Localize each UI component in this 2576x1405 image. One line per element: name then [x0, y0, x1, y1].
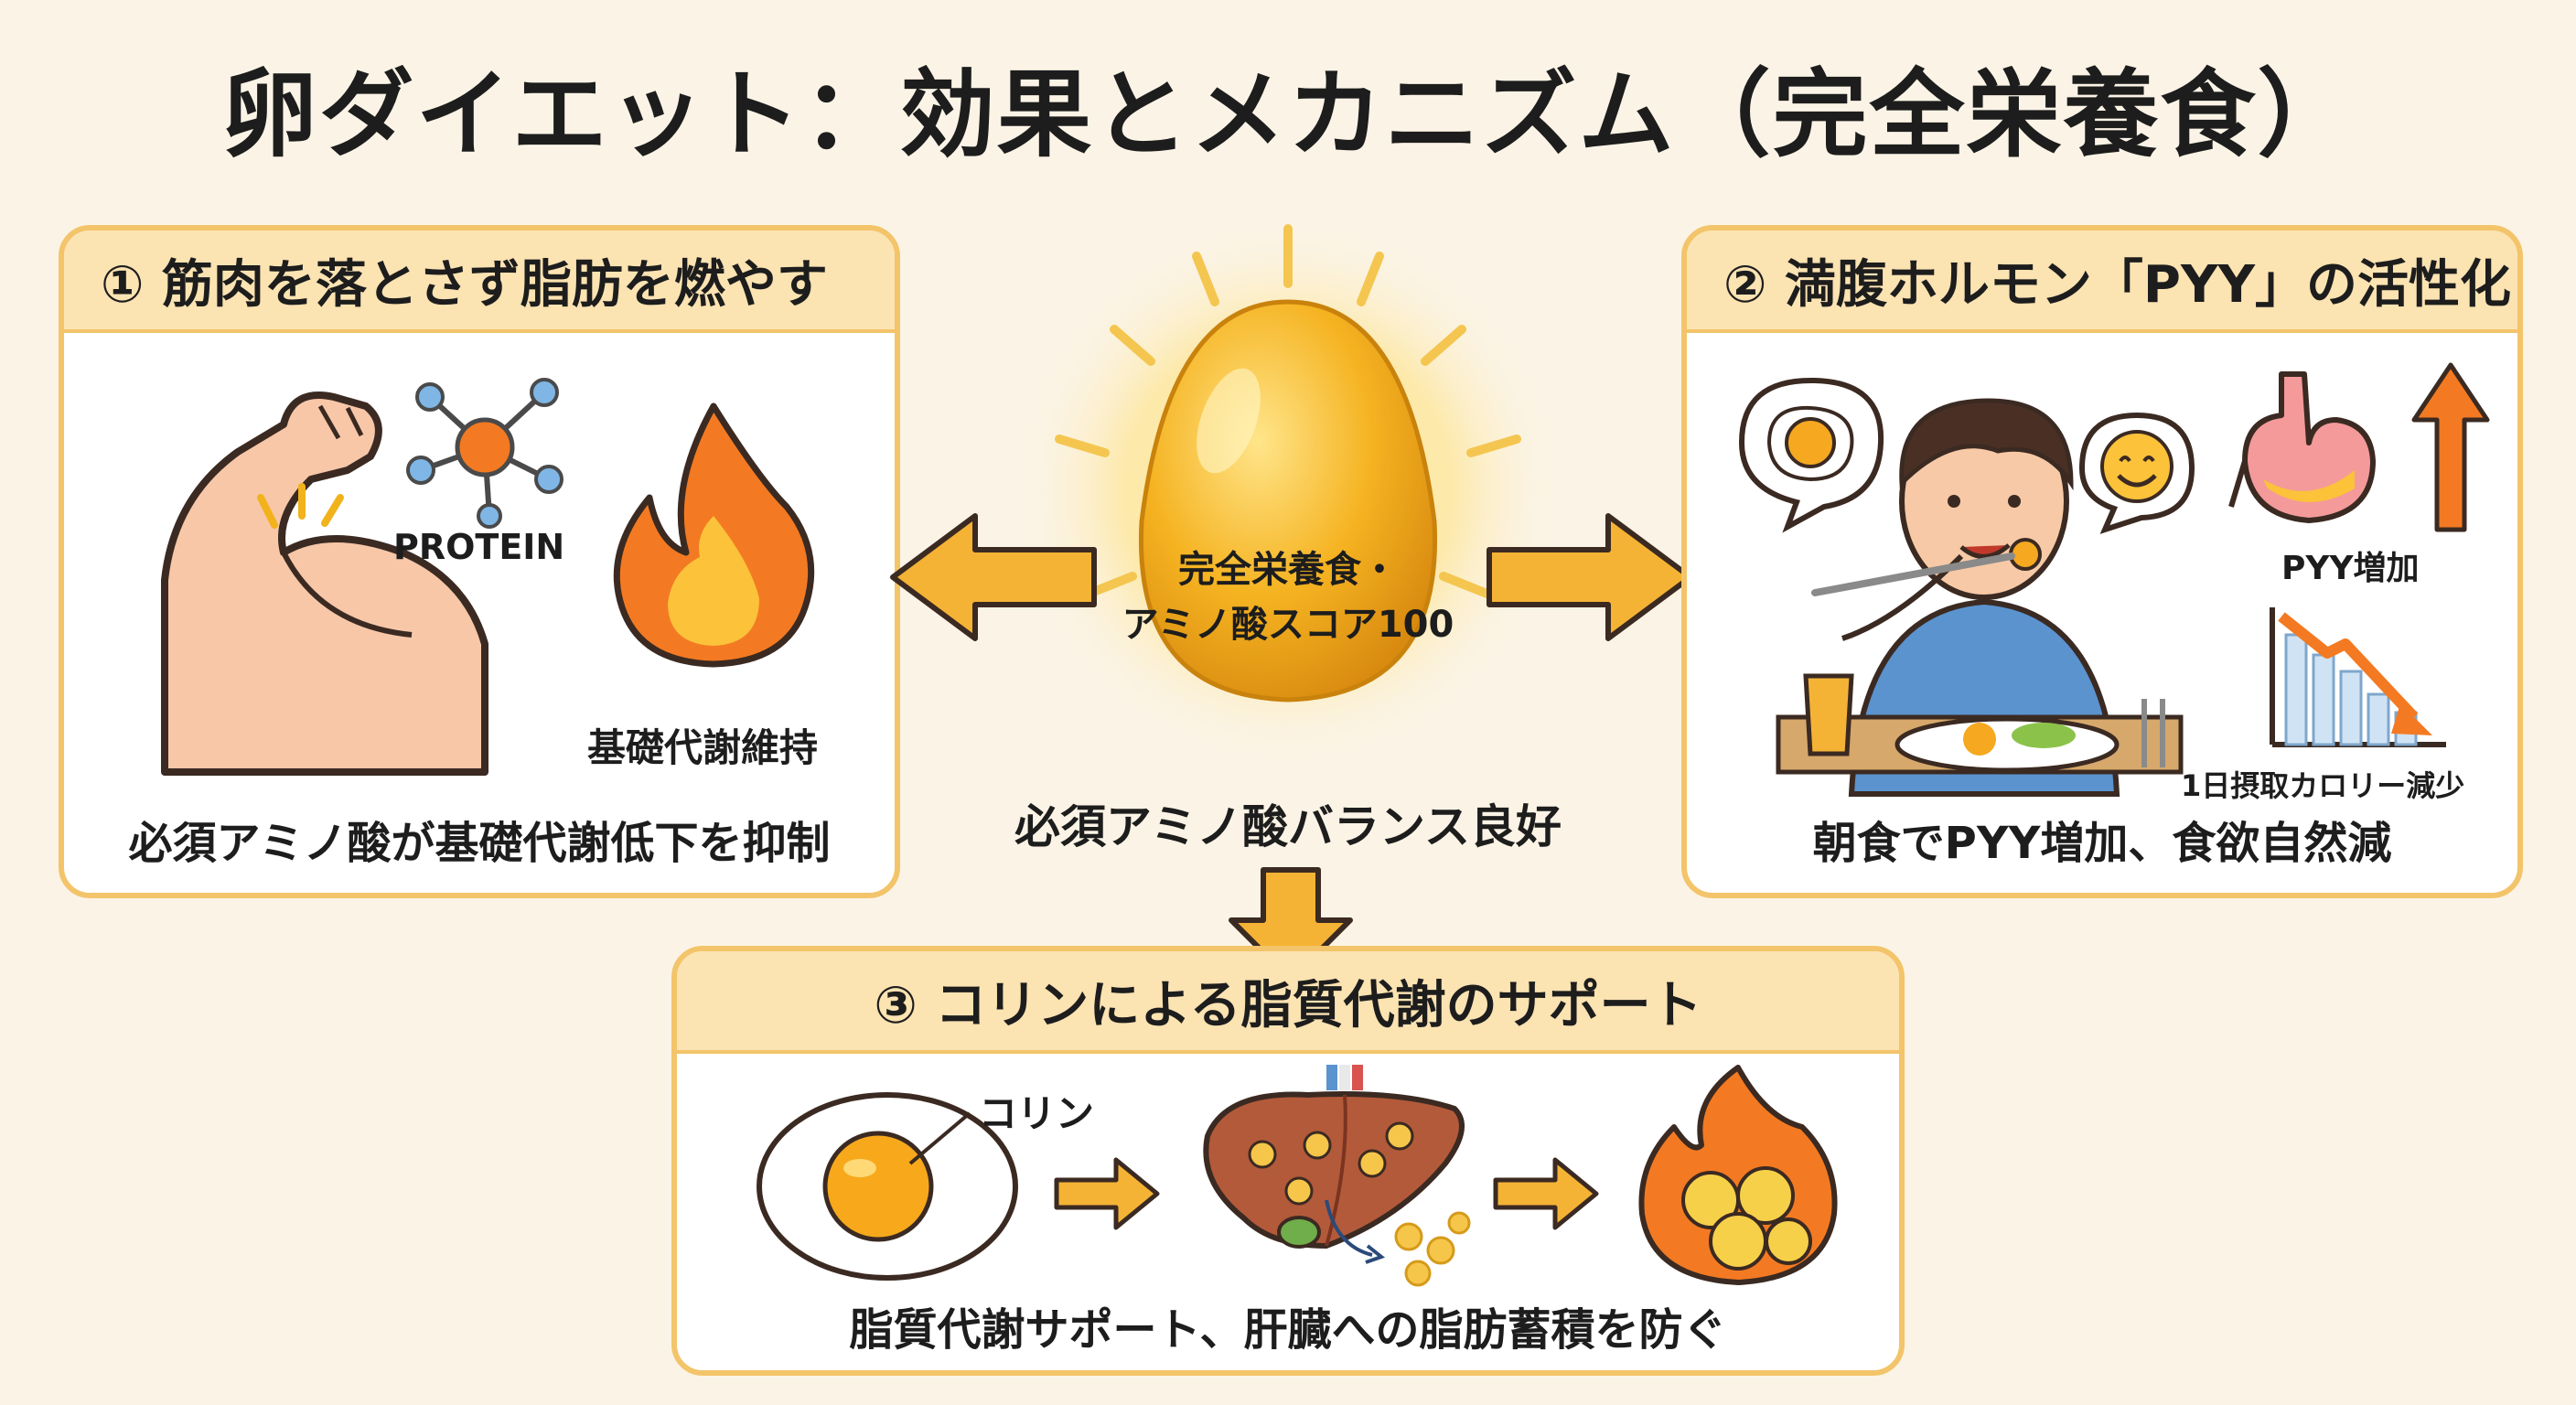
breakfast-table-icon — [1776, 673, 2184, 775]
fried-egg-icon — [1738, 377, 1884, 533]
panel-muscle-header: ① 筋肉を落とさず脂肪を燃やす — [64, 231, 895, 333]
fried-egg-yolk-icon — [757, 1092, 1018, 1281]
arrow-right-icon — [1487, 513, 1693, 641]
stomach-icon — [2228, 371, 2376, 523]
liver-icon — [1203, 1065, 1471, 1287]
arrow-left-icon — [890, 513, 1097, 641]
small-arrow-1-icon — [1054, 1157, 1160, 1230]
flame-icon — [613, 402, 815, 668]
panel-pyy-header: ② 満腹ホルモン「PYY」の活性化 — [1687, 231, 2517, 333]
panel-muscle: ① 筋肉を落とさず脂肪を燃やす PROTEIN 基礎代謝維持 — [59, 225, 900, 898]
up-arrow-icon — [2411, 362, 2490, 532]
metabolism-label: 基礎代謝維持 — [587, 725, 819, 770]
choline-label: コリン — [979, 1091, 1095, 1136]
flexed-arm-icon — [161, 391, 488, 776]
calorie-label: 1日摂取カロリー減少 — [2181, 768, 2465, 803]
smiley-icon — [2078, 412, 2195, 534]
egg-glow-icon — [1014, 224, 1562, 778]
panel-pyy-caption: 朝食でPYY増加、食欲自然減 — [1812, 818, 2392, 869]
pyy-label: PYY増加 — [2281, 550, 2420, 587]
molecule-icon — [406, 378, 564, 529]
panel-pyy: ② 満腹ホルモン「PYY」の活性化 — [1681, 225, 2523, 898]
page-title: 卵ダイエット：効果とメカニズム（完全栄養食） — [221, 59, 2355, 170]
center-caption: 必須アミノ酸バランス良好 — [1014, 800, 1562, 853]
fat-burning-icon — [1638, 1065, 1838, 1285]
panel-choline: ③ コリンによる脂質代謝のサポート コリン — [671, 946, 1905, 1376]
panel-choline-header: ③ コリンによる脂質代謝のサポート — [677, 951, 1899, 1054]
egg-label-line2: アミノ酸スコア100 — [1122, 604, 1454, 646]
small-arrow-2-icon — [1493, 1157, 1599, 1230]
protein-label: PROTEIN — [393, 527, 565, 567]
down-trend-chart-icon — [2270, 607, 2446, 747]
egg-label-line1: 完全栄養食・ — [1178, 549, 1398, 591]
panel-muscle-caption: 必須アミノ酸が基礎代謝低下を抑制 — [128, 818, 831, 869]
panel-choline-caption: 脂質代謝サポート、肝臓への脂肪蓄積を防ぐ — [849, 1304, 1727, 1356]
